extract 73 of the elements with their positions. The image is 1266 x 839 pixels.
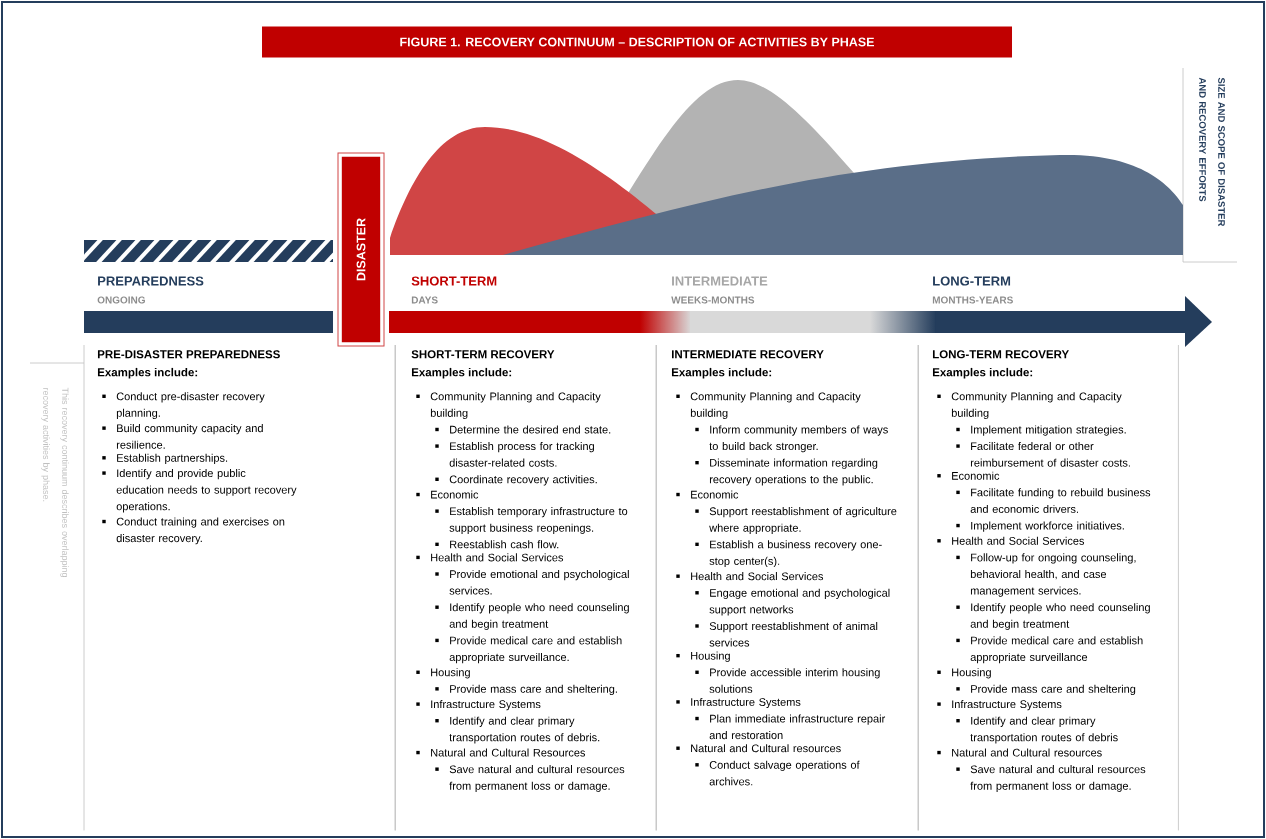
examples-label: Examples include: [97, 367, 198, 379]
phase-column [917, 344, 1179, 831]
bullet-item: Build community capacity and resilience. [102, 424, 263, 449]
bullet-item: Provide mass care and sheltering [956, 684, 1136, 696]
bullet-item: Identify and clear primary transportation routes of debris. [435, 716, 600, 744]
bullet-item: Natural and Cultural resources [676, 744, 841, 753]
bullet-item: Health and Social Services [676, 572, 824, 581]
bullet-item: Identify people who need counseling and begin treatment [435, 603, 629, 630]
bullet-item: Provide accessible interim housing solutions [695, 668, 880, 693]
bullet-item: Coordinate recovery activities. [435, 475, 597, 486]
bullet-item: Economic [416, 490, 479, 499]
column-heading: LONG-TERM RECOVERY [933, 350, 1069, 359]
bullet-item: Community Planning and Capacity building [676, 392, 861, 420]
bullet-item: Conduct pre-disaster recovery planning. [102, 392, 265, 420]
column-heading: INTERMEDIATE RECOVERY [672, 350, 824, 359]
duration-label: ONGOING [97, 296, 145, 304]
phase-label: SHORT-TERM [411, 276, 497, 286]
examples-label: Examples include: [672, 367, 772, 379]
bullet-item: Facilitate funding to rebuild business and economic drivers. [956, 488, 1151, 513]
bullet-item: Housing [676, 651, 730, 662]
bullet-item: Provide emotional and psychological services. [435, 569, 629, 595]
bullet-item: Support reestablishment of agriculture where appropriate. [695, 507, 897, 534]
bullet-item: Inform community members of ways to build back stronger. [695, 425, 888, 453]
bullet-item: Health and Social Services [416, 553, 564, 562]
bullet-item: Identify and clear primary transportation routes of debris [956, 716, 1118, 744]
bullet-item: Implement mitigation strategies. [956, 425, 1126, 436]
bullet-item: Follow-up for ongoing counseling, behavioral health, and case management services. [956, 553, 1136, 597]
duration-label: DAYS [411, 296, 438, 304]
bullet-item: Save natural and cultural resources from permanent loss or damage. [956, 765, 1146, 792]
bullet-item: Plan immediate infrastructure repair and restoration [695, 714, 886, 740]
title-banner: FIGURE 1. RECOVERY CONTINUUM – DESCRIPTION OF ACTIVITIES BY PHASE [262, 26, 1012, 58]
bullet-item: Natural and Cultural Resources [416, 748, 586, 757]
bullet-item: Natural and Cultural resources [937, 748, 1102, 757]
bullet-item: Community Planning and Capacity building [937, 392, 1122, 420]
bullet-item: Engage emotional and psychological support networks [695, 588, 890, 616]
bullet-item: Save natural and cultural resources from permanent loss or damage. [435, 765, 625, 792]
bullet-item: Infrastructure Systems [676, 697, 801, 709]
phase-label: LONG-TERM [933, 276, 1011, 286]
duration-label: MONTHS-YEARS [932, 296, 1013, 304]
bullet-item: Facilitate federal or other reimbursement of disaster costs. [956, 442, 1130, 467]
bullet-item: Infrastructure Systems [416, 700, 541, 711]
bullet-item: Support reestablishment of animal services [695, 621, 878, 647]
column-heading: PRE-DISASTER PREPAREDNESS [97, 350, 280, 359]
column-heading: SHORT-TERM RECOVERY [411, 350, 555, 359]
bullet-item: Health and Social Services [937, 536, 1085, 545]
bullet-item: Community Planning and Capacity building [416, 392, 601, 420]
bullet-item: Economic [937, 471, 1000, 480]
bullet-item: Provide mass care and sheltering. [435, 684, 617, 696]
examples-label: Examples include: [933, 367, 1033, 379]
phase-label: PREPAREDNESS [98, 276, 204, 286]
bullet-item: Housing [416, 668, 470, 679]
bullet-item: Implement workforce initiatives. [956, 521, 1124, 532]
bullet-item: Identify people who need counseling and begin treatment [956, 603, 1150, 630]
bullet-item: Disseminate information regarding recovery operations to the public. [695, 458, 878, 486]
bullet-item: Conduct salvage operations of archives. [695, 760, 860, 786]
bullet-item: Establish temporary infrastructure to support business reopenings. [435, 507, 628, 534]
bullet-item: Provide medical care and establish appropriate surveillance. [435, 636, 622, 664]
bullet-item: Conduct training and exercises on disaster recovery. [102, 517, 285, 545]
bullet-item: Housing [937, 668, 991, 679]
disaster-box: DISASTER [337, 152, 385, 347]
bullet-item: Provide medical care and establish appropriate surveillance [956, 636, 1143, 664]
bullet-item: Establish partnerships. [102, 453, 228, 464]
bullet-item: Determine the desired end state. [435, 425, 611, 434]
phase-label: INTERMEDIATE [672, 276, 768, 286]
axis-label: SIZE AND SCOPE OF DISASTER AND RECOVERY EFFORTS [1199, 77, 1225, 227]
bullet-item: Infrastructure Systems [937, 700, 1062, 711]
bullet-item: Identify and provide public education needs to support recovery operations. [102, 469, 297, 513]
duration-label: WEEKS-MONTHS [671, 296, 755, 304]
examples-label: Examples include: [412, 367, 512, 379]
bullet-item: Establish process for tracking disaster-related costs. [435, 442, 594, 467]
bullet-item: Reestablish cash flow. [435, 540, 559, 549]
bullet-item: Economic [676, 490, 739, 499]
bullet-item: Establish a business recovery one-stop center(s). [695, 540, 882, 568]
